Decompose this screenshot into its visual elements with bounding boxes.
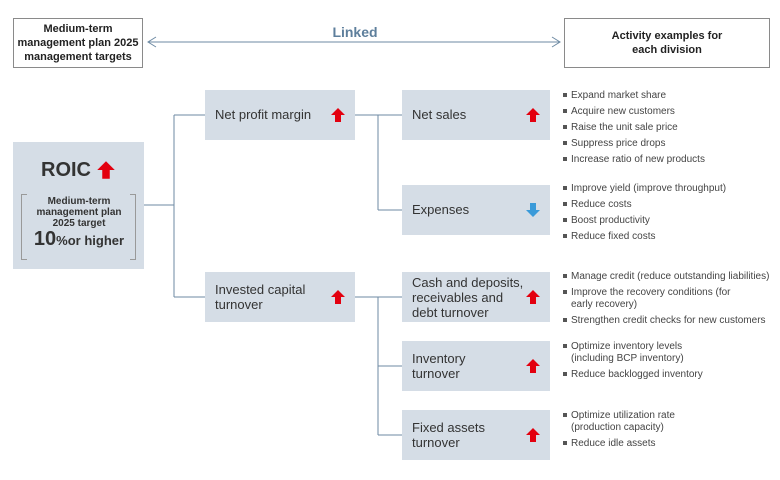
- linked-label: Linked: [332, 24, 378, 40]
- roic-target-label: Medium-term management plan 2025 target: [36, 196, 122, 229]
- list-item: Reduce costs: [563, 199, 773, 211]
- up-arrow-icon: [526, 428, 540, 442]
- list-item: Acquire new customers: [563, 106, 773, 118]
- up-arrow-icon: [97, 161, 115, 179]
- list-item: Boost productivity: [563, 215, 773, 227]
- roic-target-value: 10%or higher: [33, 229, 125, 249]
- list-item: Expand market share: [563, 90, 773, 102]
- net-sales-label: Net sales: [412, 107, 467, 122]
- list-item: Raise the unit sale price: [563, 122, 773, 134]
- up-arrow-icon: [526, 359, 540, 373]
- roic-target-number: 10: [33, 228, 57, 250]
- roic-title: ROIC: [41, 158, 91, 181]
- net-profit-margin-node: Net profit margin: [205, 90, 355, 140]
- fixed-assets-label: Fixed assets turnover: [412, 420, 485, 450]
- list-item: Reduce fixed costs: [563, 231, 773, 243]
- expenses-label: Expenses: [412, 202, 470, 217]
- list-item: Suppress price drops: [563, 138, 773, 150]
- inventory-activities: Optimize inventory levels (including BCP…: [563, 341, 713, 385]
- list-item: Improve yield (improve throughput): [563, 183, 773, 195]
- activity-examples-box: Activity examples for each division: [564, 18, 770, 68]
- fixed-assets-activities: Optimize utilization rate (production ca…: [563, 410, 713, 454]
- invested-capital-node: Invested capital turnover: [205, 272, 355, 322]
- cash-deposits-activities: Manage credit (reduce outstanding liabil…: [563, 271, 775, 331]
- net-sales-node: Net sales: [402, 90, 550, 140]
- left-bracket: [21, 194, 27, 260]
- up-arrow-icon: [526, 108, 540, 122]
- roic-box: ROIC Medium-term management plan 2025 ta…: [13, 142, 144, 269]
- right-bracket: [130, 194, 136, 260]
- up-arrow-icon: [331, 290, 345, 304]
- cash-deposits-label: Cash and deposits, receivables and debt …: [412, 275, 524, 320]
- management-targets-label: Medium-term management plan 2025 managem…: [17, 23, 139, 63]
- cash-deposits-node: Cash and deposits, receivables and debt …: [402, 272, 550, 322]
- list-item: Optimize inventory levels (including BCP…: [563, 341, 701, 365]
- inventory-node: Inventory turnover: [402, 341, 550, 391]
- up-arrow-icon: [331, 108, 345, 122]
- list-item: Reduce idle assets: [563, 438, 713, 450]
- list-item: Manage credit (reduce outstanding liabil…: [563, 271, 775, 283]
- list-item: Optimize utilization rate (production ca…: [563, 410, 701, 434]
- activity-examples-label: Activity examples for each division: [611, 30, 723, 56]
- management-targets-box: Medium-term management plan 2025 managem…: [13, 18, 143, 68]
- net-sales-activities: Expand market share Acquire new customer…: [563, 90, 773, 170]
- list-item: Increase ratio of new products: [563, 154, 773, 166]
- expenses-node: Expenses: [402, 185, 550, 235]
- list-item: Reduce backlogged inventory: [563, 369, 713, 381]
- invested-capital-label: Invested capital turnover: [215, 282, 306, 312]
- up-arrow-icon: [526, 290, 540, 304]
- list-item: Strengthen credit checks for new custome…: [563, 315, 775, 327]
- fixed-assets-node: Fixed assets turnover: [402, 410, 550, 460]
- net-profit-margin-label: Net profit margin: [215, 107, 312, 122]
- roic-target-suffix: %or higher: [56, 233, 125, 248]
- inventory-label: Inventory turnover: [412, 351, 466, 381]
- list-item: Improve the recovery conditions (for ear…: [563, 287, 731, 311]
- down-arrow-icon: [526, 203, 540, 217]
- expenses-activities: Improve yield (improve throughput) Reduc…: [563, 183, 773, 247]
